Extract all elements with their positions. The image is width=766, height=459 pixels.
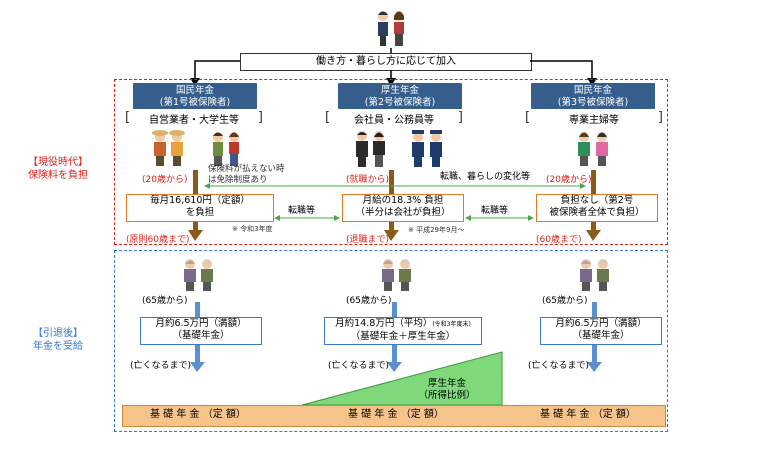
transfer-right-label: 転職等 (481, 206, 509, 216)
members-2: [会社員・公務員等] (325, 110, 463, 126)
office-workers-figure (356, 130, 442, 167)
header-employee-2-line2: (第2号被保険者) (364, 97, 436, 108)
exemption-note: 保険料が払えない時 は免除制度あり (208, 164, 285, 186)
members-3-text: 専業主婦等 (569, 115, 619, 126)
retired-label: 【引退後】 年金を受給 (8, 327, 108, 353)
top-banner: 働き方・暮らし方に応じて加入 (240, 53, 532, 71)
base-label-2: 基 礎 年 金 （定 額） (348, 409, 444, 420)
pension-1-line2: （基礎年金） (172, 330, 230, 341)
until-2: (亡くなるまで) (328, 361, 390, 371)
header-national-1: 国民年金 (第1号被保険者) (133, 83, 257, 109)
start-3: (20歳から) (546, 175, 592, 185)
members-1-text: 自営業者・大学生等 (149, 115, 239, 126)
farmers-students-figure (152, 130, 239, 166)
couple-figure (378, 11, 404, 46)
pay-1-line1: 毎月16,610円（定額） (150, 195, 250, 206)
end-3: (60歳まで) (536, 235, 582, 245)
members-3: [専業主婦等] (525, 110, 663, 126)
active-period-frame (114, 79, 668, 245)
exemption-line2: は免除制度あり (208, 175, 268, 185)
members-1: [自営業者・大学生等] (125, 110, 263, 126)
pension-start-1: (65歳から) (142, 296, 188, 306)
pay-box-1: 毎月16,610円（定額） を負担 (126, 194, 274, 222)
note-1: ※ 令和3年度 (232, 225, 273, 233)
pay-2-line2: （半分は会社が負担） (355, 207, 451, 218)
end-1: (原則60歳まで) (126, 235, 190, 245)
pay-box-3: 負担なし（第2号 被保険者全体で負担） (536, 194, 658, 222)
base-pension-bar (122, 405, 666, 427)
base-label-3: 基 礎 年 金 （定 額） (540, 409, 636, 420)
active-label-line1: 【現役時代】 (28, 157, 88, 168)
header-employee-2-line1: 厚生年金 (380, 85, 419, 96)
elderly-couple-3 (580, 259, 609, 291)
pension-3-line2: （基礎年金） (572, 330, 630, 341)
pension-start-2: (65歳から) (346, 296, 392, 306)
pension-2-line1: 月約14.8万円（平均）(令和3年度末) (325, 318, 481, 331)
exemption-line1: 保険料が払えない時 (208, 164, 285, 174)
header-national-3-line2: (第3号被保険者) (557, 97, 629, 108)
pension-2-note: (令和3年度末) (432, 321, 471, 328)
start-1: (20歳から) (142, 175, 188, 185)
start-2: (就職から) (346, 175, 390, 185)
homemaker-figure (578, 132, 608, 166)
pay-1-line2: を負担 (185, 207, 215, 218)
header-national-1-line1: 国民年金 (175, 85, 214, 96)
until-3: (亡くなるまで) (528, 361, 590, 371)
header-employee-2: 厚生年金 (第2号被保険者) (338, 83, 462, 109)
retired-label-line1: 【引退後】 (33, 328, 83, 339)
end-2: (退職まで) (346, 235, 390, 245)
pension-2-amount: 月約14.8万円（平均） (335, 318, 433, 329)
active-label-line2: 保険料を負担 (28, 170, 88, 181)
retired-period-frame (114, 250, 668, 432)
pension-3-line1: 月約6.5万円（満額） (555, 318, 647, 329)
base-label-1: 基 礎 年 金 （定 額） (150, 409, 246, 420)
until-1: (亡くなるまで) (130, 361, 192, 371)
elderly-couple-2 (382, 259, 411, 291)
transfer-top-label: 転職、暮らしの変化等 (440, 172, 531, 182)
members-2-text: 会社員・公務員等 (354, 115, 434, 126)
note-2: ※ 平成29年9月～ (408, 226, 465, 234)
header-national-3-line1: 国民年金 (573, 85, 612, 96)
pay-3-line2: 被保険者全体で負担） (549, 207, 645, 218)
wedge-label-line2: （所得比例） (418, 390, 476, 401)
transfer-left-label: 転職等 (288, 206, 316, 216)
pension-start-3: (65歳から) (542, 296, 588, 306)
pension-box-3: 月約6.5万円（満額） （基礎年金） (540, 317, 662, 345)
pension-box-1: 月約6.5万円（満額） （基礎年金） (140, 317, 262, 345)
header-national-3: 国民年金 (第3号被保険者) (531, 83, 655, 109)
retired-label-line2: 年金を受給 (33, 341, 83, 352)
top-connectors (190, 48, 597, 86)
wedge-label: 厚生年金 （所得比例） (412, 378, 482, 402)
pension-2-line2: （基礎年金＋厚生年金） (350, 331, 456, 342)
pension-box-2: 月約14.8万円（平均）(令和3年度末) （基礎年金＋厚生年金） (324, 317, 482, 345)
active-label: 【現役時代】 保険料を負担 (8, 156, 108, 182)
pay-3-line1: 負担なし（第2号 (560, 195, 634, 206)
pay-box-2: 月給の18.3% 負担 （半分は会社が負担） (342, 194, 464, 222)
pension-1-line1: 月約6.5万円（満額） (155, 318, 247, 329)
pay-2-line1: 月給の18.3% 負担 (362, 195, 444, 206)
wedge-label-line1: 厚生年金 (427, 378, 466, 389)
header-national-1-line2: (第1号被保険者) (159, 97, 231, 108)
elderly-couple-1 (184, 259, 213, 291)
